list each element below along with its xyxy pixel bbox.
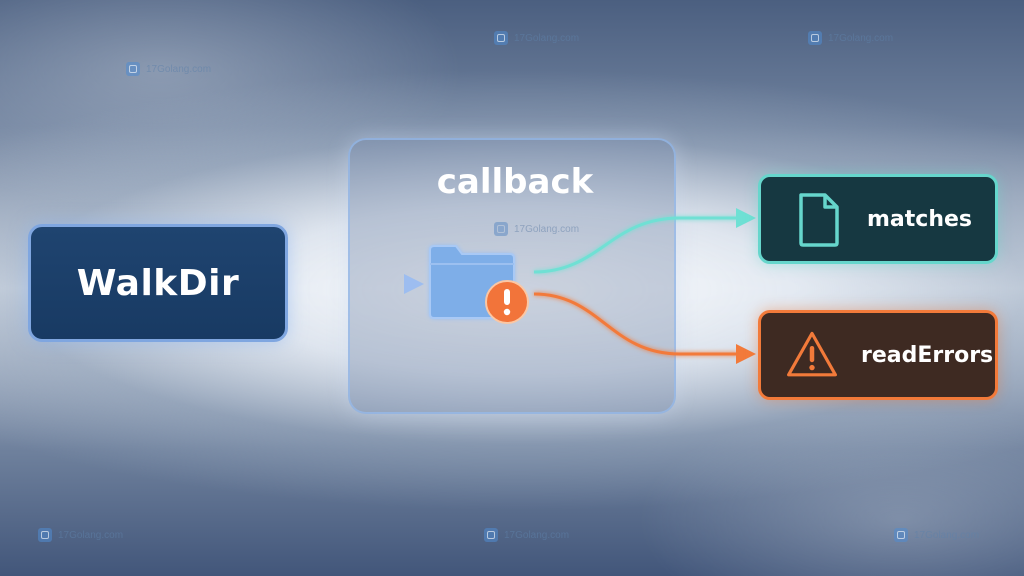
- watermark-logo-icon: [494, 31, 508, 45]
- watermark: 17Golang.com: [894, 528, 979, 542]
- readerrors-label: readErrors: [861, 342, 994, 368]
- watermark: 17Golang.com: [484, 528, 569, 542]
- walkdir-node: WalkDir: [28, 224, 288, 342]
- edge-callback-to-matches: [533, 208, 756, 274]
- watermark-logo-icon: [38, 528, 52, 542]
- edge-walkdir-to-callback: [290, 274, 424, 294]
- callback-title: callback: [436, 162, 594, 202]
- warning-triangle-icon: [785, 325, 839, 385]
- arrowhead: [404, 274, 424, 294]
- watermark-text: 17Golang.com: [146, 63, 212, 75]
- watermark-logo-icon: [126, 62, 140, 76]
- document-icon: [791, 189, 845, 249]
- watermark-text: 17Golang.com: [514, 223, 580, 235]
- arrowhead: [736, 208, 756, 228]
- watermark: 17Golang.com: [494, 31, 579, 45]
- watermark-text: 17Golang.com: [514, 32, 580, 44]
- watermark-logo-icon: [494, 222, 508, 236]
- watermark-text: 17Golang.com: [58, 529, 124, 541]
- watermark-text: 17Golang.com: [914, 529, 980, 541]
- watermark: 17Golang.com: [494, 222, 579, 236]
- watermark-logo-icon: [894, 528, 908, 542]
- matches-node: matches: [758, 174, 998, 264]
- readerrors-node: readErrors: [758, 310, 998, 400]
- exclamation-icon: [485, 280, 529, 324]
- edge-callback-to-readerrors: [533, 292, 756, 364]
- walkdir-label: WalkDir: [76, 262, 240, 304]
- watermark-text: 17Golang.com: [828, 32, 894, 44]
- watermark: 17Golang.com: [38, 528, 123, 542]
- watermark-logo-icon: [808, 31, 822, 45]
- watermark: 17Golang.com: [808, 31, 893, 45]
- arrowhead: [736, 344, 756, 364]
- watermark-logo-icon: [484, 528, 498, 542]
- watermark: 17Golang.com: [126, 62, 211, 76]
- matches-label: matches: [867, 206, 973, 232]
- watermark-text: 17Golang.com: [504, 529, 570, 541]
